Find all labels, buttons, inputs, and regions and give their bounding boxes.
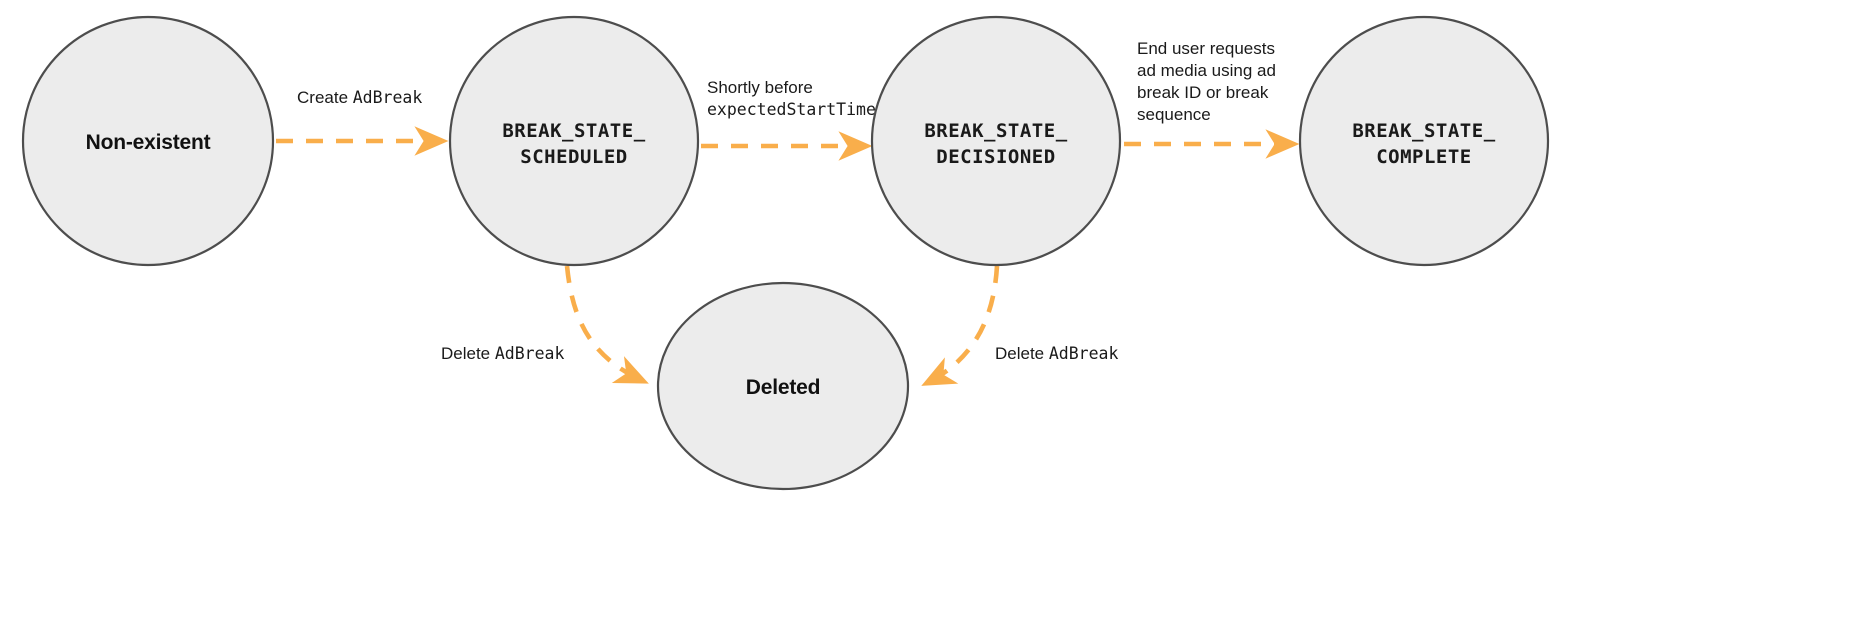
node-label-deleted: Deleted (746, 376, 820, 399)
edge-label-shortly-before-line-0: Shortly before (707, 78, 813, 97)
edge-label-seg-mono: AdBreak (353, 88, 423, 107)
node-break-state-complete[interactable]: BREAK_STATE_ COMPLETE (1298, 15, 1550, 267)
edge-label-create-adbreak-line-0: Create AdBreak (297, 88, 422, 107)
node-non-existent[interactable]: Non-existent (21, 15, 275, 267)
edge-create-adbreak: Create AdBreak (276, 88, 449, 156)
node-deleted[interactable]: Deleted (656, 281, 910, 491)
node-break-state-decisioned[interactable]: BREAK_STATE_ DECISIONED (870, 15, 1122, 267)
node-label-break-state-decisioned-line-1: DECISIONED (936, 146, 1055, 168)
edge-label-delete-adbreak-decisioned: Delete AdBreak (995, 344, 1118, 363)
edge-label-seg-sans: Delete (441, 344, 495, 363)
edge-end-user-requests-ad-media: End user requests ad media using ad brea… (1124, 39, 1300, 159)
edge-label-end-user-requests-line-2: break ID or break (1137, 83, 1269, 102)
edge-delete-adbreak-from-decisioned: Delete AdBreak (921, 265, 1118, 386)
edge-label-seg-mono: AdBreak (495, 344, 565, 363)
node-shape-break-state-complete[interactable] (1298, 15, 1550, 267)
node-label-break-state-complete-line-1: COMPLETE (1376, 146, 1472, 168)
node-label-break-state-decisioned-line-0: BREAK_STATE_ (924, 120, 1067, 142)
node-shape-break-state-scheduled[interactable] (448, 15, 700, 267)
node-shape-non-existent[interactable] (21, 15, 275, 267)
node-label-break-state-scheduled-line-0: BREAK_STATE_ (502, 120, 645, 142)
edge-label-delete-adbreak-scheduled: Delete AdBreak (441, 344, 564, 363)
edge-shortly-before-expectedstarttime: Shortly before expectedStartTime (701, 78, 876, 161)
node-shape-deleted[interactable] (656, 281, 910, 491)
edge-line-delete-from-decisioned (921, 265, 1000, 386)
edge-label-end-user-requests-line-0: End user requests (1137, 39, 1275, 58)
node-label-break-state-complete-line-0: BREAK_STATE_ (1352, 120, 1495, 142)
edge-label-seg-sans: Create (297, 88, 353, 107)
edge-line-delete-from-scheduled (564, 265, 649, 384)
edge-label-end-user-requests-line-3: sequence (1137, 105, 1211, 124)
edge-delete-adbreak-from-scheduled: Delete AdBreak (441, 265, 649, 384)
node-label-break-state-scheduled-line-1: SCHEDULED (520, 146, 627, 168)
edge-label-expectedstarttime-line-1: expectedStartTime (707, 100, 876, 119)
edge-label-end-user-requests-line-1: ad media using ad (1137, 61, 1276, 80)
node-shape-break-state-decisioned[interactable] (870, 15, 1122, 267)
edge-label-seg-sans: Delete (995, 344, 1049, 363)
node-break-state-scheduled[interactable]: BREAK_STATE_ SCHEDULED (448, 15, 700, 267)
node-label-non-existent: Non-existent (86, 131, 211, 154)
edge-label-seg-mono: AdBreak (1049, 344, 1119, 363)
